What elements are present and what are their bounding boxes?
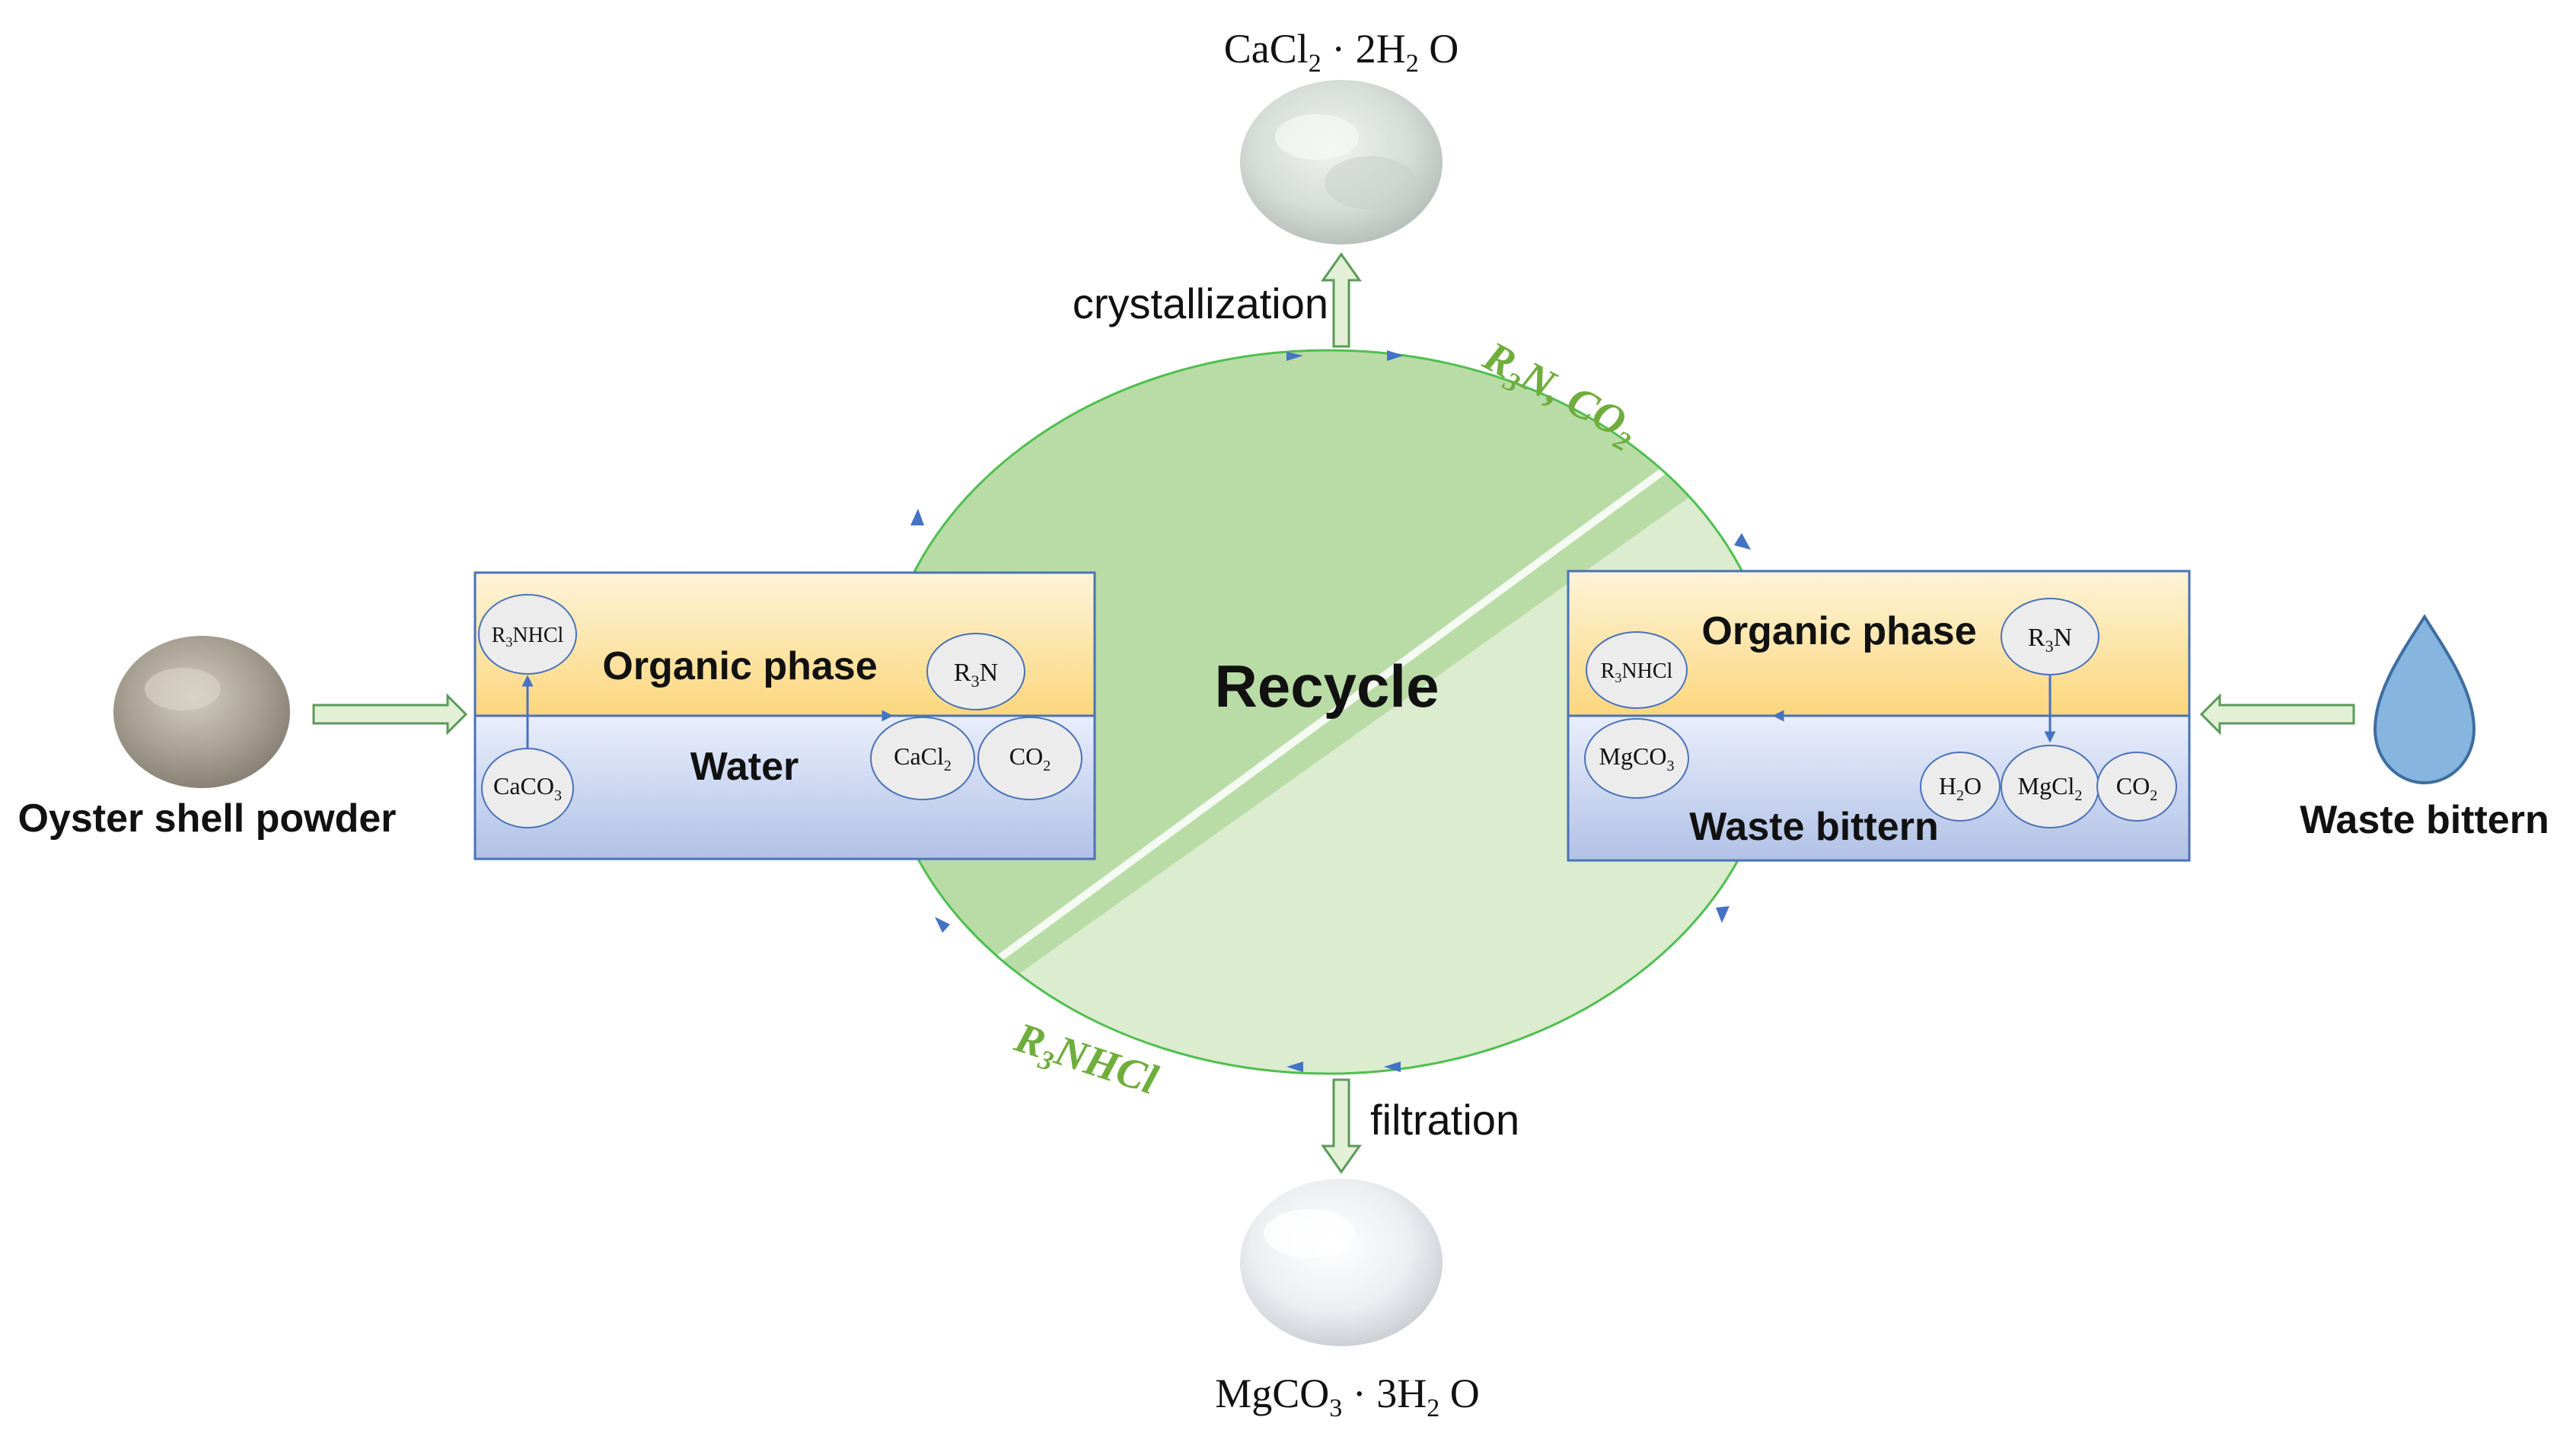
svg-text:CO2: CO2 [2116, 772, 2157, 804]
crystallization-arrow [1321, 252, 1362, 348]
svg-text:R3N: R3N [2028, 624, 2072, 656]
svg-text:MgCl2: MgCl2 [2018, 772, 2083, 804]
left-input-arrow [312, 693, 468, 736]
left-caco3-bubble: CaCO3 [481, 748, 574, 828]
left-co2-bubble: CO2 [977, 717, 1082, 800]
product-bottom-formula: MgCO3 · 3H2 O [1215, 1371, 1480, 1422]
right-input-arrow [2199, 693, 2355, 736]
oyster-shell-powder-label: Oyster shell powder [18, 796, 396, 841]
svg-text:R3NHCl: R3NHCl [1601, 659, 1673, 685]
left-r3nhcl-bubble: R3NHCl [478, 594, 577, 675]
svg-text:R3N: R3N [954, 659, 998, 691]
water-drop-icon [2373, 614, 2476, 785]
mgco3-powder-image [1240, 1179, 1443, 1346]
right-co2-bubble: CO2 [2096, 752, 2177, 822]
crystallization-label: crystallization [1073, 279, 1328, 327]
left-water-label: Water [690, 745, 799, 789]
right-r3n-bubble: R3N [2001, 598, 2099, 675]
left-cacl2-bubble: CaCl2 [870, 717, 975, 800]
svg-text:CO2: CO2 [1009, 742, 1050, 774]
svg-text:R3NHCl: R3NHCl [492, 624, 564, 650]
svg-text:MgCO3: MgCO3 [1599, 742, 1675, 774]
right-h2o-bubble: H2O [1920, 752, 2001, 822]
svg-text:CaCO3: CaCO3 [493, 772, 562, 804]
right-r3nhcl-bubble: R3NHCl [1586, 631, 1688, 709]
right-organic-phase-label: Organic phase [1701, 609, 1976, 653]
product-top-formula: CaCl2 · 2H2 O [1224, 26, 1459, 78]
right-waste-bittern-label: Waste bittern [1689, 805, 1938, 849]
oyster-shell-powder-image [113, 636, 290, 788]
recycle-label: Recycle [1215, 653, 1439, 720]
svg-text:H2O: H2O [1939, 772, 1981, 804]
svg-text:CaCl2: CaCl2 [894, 742, 952, 774]
left-organic-phase-label: Organic phase [602, 644, 877, 688]
waste-bittern-input-label: Waste bittern [2300, 798, 2549, 842]
right-mgcl2-bubble: MgCl2 [2001, 745, 2099, 828]
right-mgco3-bubble: MgCO3 [1584, 718, 1689, 799]
cycle-arrowheads [910, 350, 1751, 1072]
filtration-label: filtration [1370, 1096, 1519, 1144]
filtration-arrow [1321, 1078, 1362, 1174]
left-r3n-bubble: R3N [926, 633, 1025, 710]
cacl2-powder-image [1240, 80, 1443, 244]
